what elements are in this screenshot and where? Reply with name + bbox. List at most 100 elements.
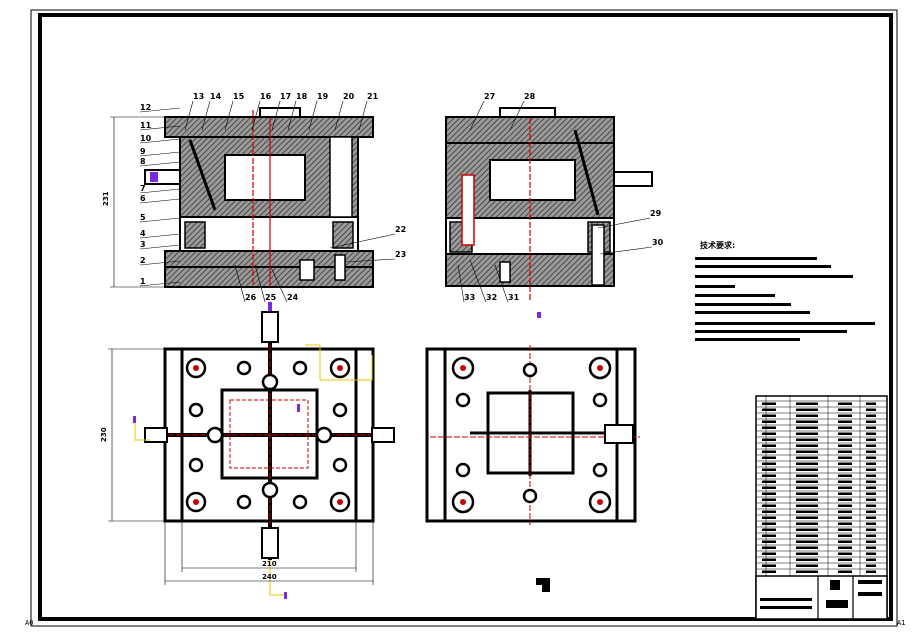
parts-cell-text (796, 492, 818, 495)
parts-cell-text (866, 492, 876, 495)
part-label: 16 (260, 92, 272, 101)
leader-line (254, 264, 266, 303)
left-section-view (144, 107, 374, 288)
part-label: 10 (140, 134, 152, 143)
dimension-height-side: 231 (102, 116, 165, 288)
parts-cell-text (866, 474, 876, 477)
parts-cell-text (838, 474, 852, 477)
part-label: 7 (140, 184, 146, 193)
parts-cell-text (838, 570, 852, 573)
parts-cell-text (838, 462, 852, 465)
leader-line (469, 100, 485, 131)
dimension-width-outer: 240 (164, 521, 374, 585)
parts-cell-text (762, 456, 776, 459)
parts-cell-text (866, 426, 876, 429)
parts-cell-text (866, 414, 876, 417)
parts-cell-text (762, 450, 776, 453)
parts-cell-text (762, 564, 776, 567)
parts-cell-text (796, 522, 818, 525)
leader-line (139, 125, 181, 131)
parts-cell-text (796, 540, 818, 543)
parts-cell-text (838, 480, 852, 483)
part-label: 11 (140, 121, 152, 130)
parts-cell-text (838, 432, 852, 435)
leader-line (201, 100, 211, 131)
parts-cell-text (838, 438, 852, 441)
part-label: 18 (296, 92, 308, 101)
leader-line (224, 100, 234, 131)
parts-cell-text (762, 570, 776, 573)
parts-cell-text (838, 534, 852, 537)
part-label: 15 (233, 92, 245, 101)
parts-cell-text (796, 534, 818, 537)
parts-cell-text (796, 474, 818, 477)
parts-cell-text (866, 540, 876, 543)
part-label: 23 (395, 250, 406, 259)
part-label: 12 (140, 103, 151, 112)
dim-231-text: 231 (102, 191, 110, 206)
parts-cell-text (866, 486, 876, 489)
parts-cell-text (866, 504, 876, 507)
parts-cell-text (762, 540, 776, 543)
parts-cell-text (838, 504, 852, 507)
part-label: 8 (140, 157, 146, 166)
parts-cell-text (762, 414, 776, 417)
part-label: 20 (343, 92, 355, 101)
parts-cell-text (796, 528, 818, 531)
parts-cell-text (866, 420, 876, 423)
parts-cell-text (762, 552, 776, 555)
parts-cell-text (838, 558, 852, 561)
parts-cell-text (762, 498, 776, 501)
leader-line (287, 100, 297, 131)
parts-cell-text (866, 534, 876, 537)
parts-cell-text (838, 444, 852, 447)
sheet-outer-border (30, 9, 898, 627)
marker-group (133, 302, 541, 599)
parts-cell-text (866, 564, 876, 567)
parts-cell-text (762, 468, 776, 471)
part-label: 31 (508, 293, 520, 302)
part-label: 26 (245, 293, 257, 302)
leader-line (139, 281, 181, 287)
parts-cell-text (762, 510, 776, 513)
parts-cell-text (796, 564, 818, 567)
leader-line (329, 233, 396, 249)
leader-line (358, 100, 368, 131)
parts-cell-text (762, 504, 776, 507)
leader-line (469, 259, 487, 303)
leader-line (139, 233, 181, 239)
parts-cell-text (866, 522, 876, 525)
parts-cell-text (866, 450, 876, 453)
parts-list-table (755, 395, 888, 620)
parts-cell-text (762, 426, 776, 429)
leader-line (597, 217, 651, 229)
parts-cell-text (796, 498, 818, 501)
parts-cell-text (838, 540, 852, 543)
parts-cell-text (866, 516, 876, 519)
parts-cell-text (796, 456, 818, 459)
parts-cell-text (762, 474, 776, 477)
parts-cell-text (762, 558, 776, 561)
parts-cell-text (866, 510, 876, 513)
dim-240-text: 240 (262, 573, 277, 581)
small-bracket-shape (536, 578, 550, 592)
parts-cell-text (762, 522, 776, 525)
leader-line (344, 258, 396, 263)
parts-cell-text (838, 450, 852, 453)
parts-cell-text (866, 462, 876, 465)
parts-cell-text (838, 546, 852, 549)
parts-cell-text (762, 432, 776, 435)
parts-cell-text (838, 456, 852, 459)
part-label: 30 (652, 238, 664, 247)
parts-cell-text (762, 438, 776, 441)
parts-cell-text (796, 402, 818, 405)
parts-cell-text (796, 450, 818, 453)
tech-requirements-block: 技术要求: (695, 240, 875, 341)
parts-cell-text (796, 414, 818, 417)
leader-line (509, 100, 525, 131)
dim-230-text: 230 (100, 427, 108, 442)
leader-line (139, 244, 181, 250)
part-label: 13 (193, 92, 204, 101)
parts-cell-text (796, 552, 818, 555)
